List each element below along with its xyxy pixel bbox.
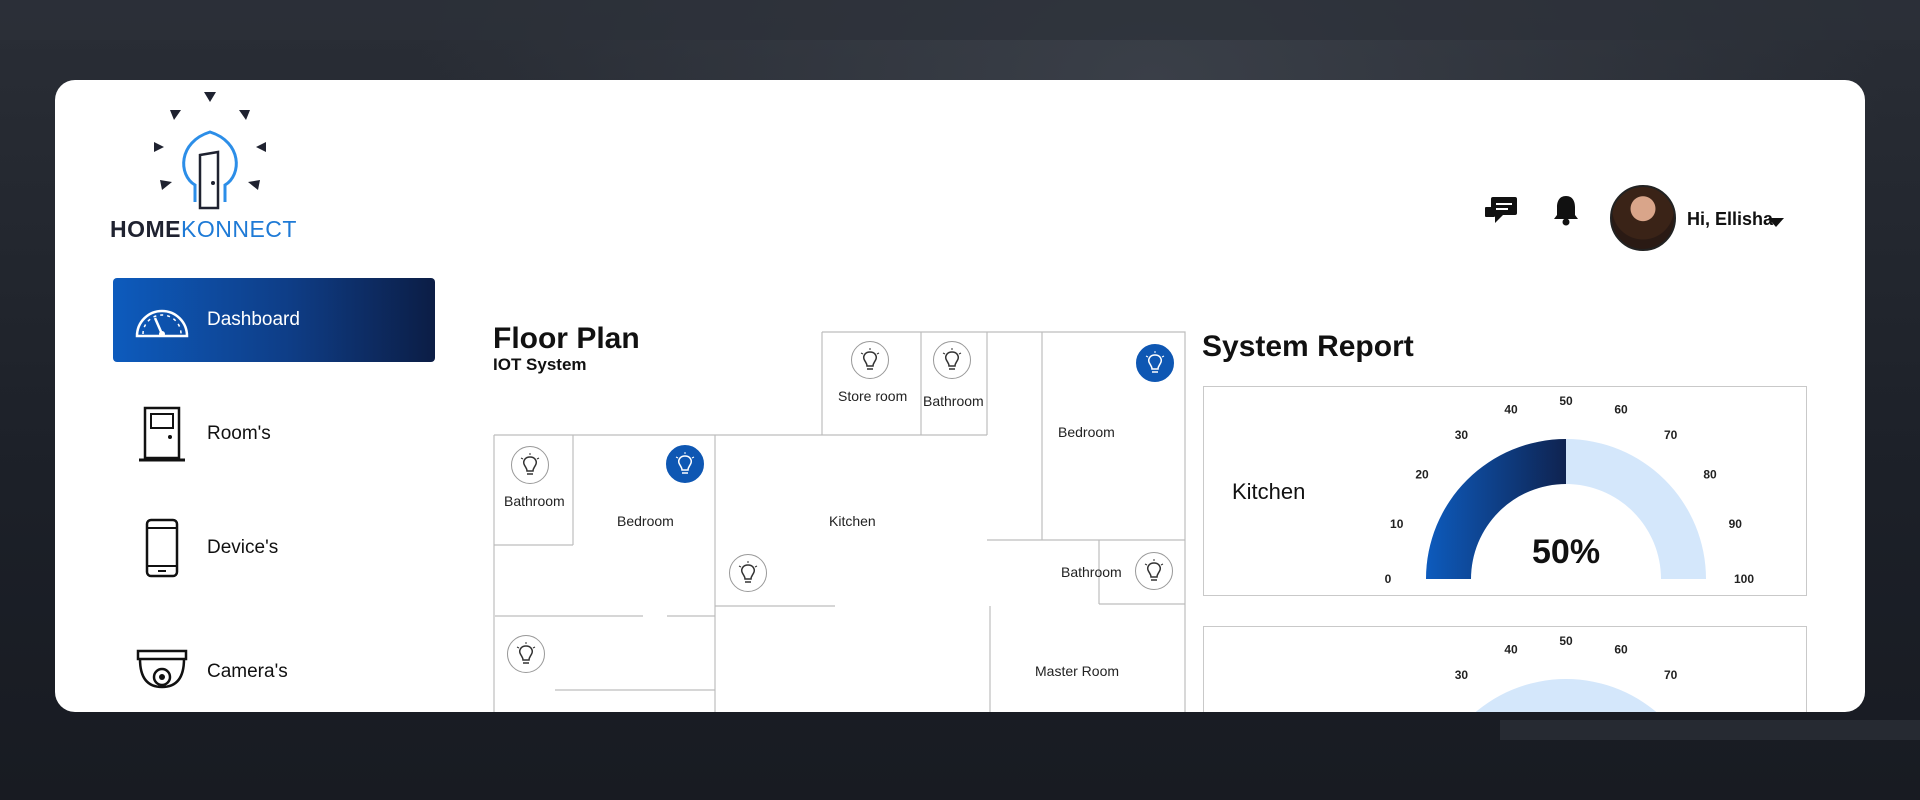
gauge-tick-label: 70 xyxy=(1664,668,1678,682)
gauge-tick-label: 40 xyxy=(1504,403,1518,417)
brand-name: HOMEKONNECT xyxy=(110,216,297,242)
gauge-tick-label: 50 xyxy=(1559,394,1573,408)
lightbulb-icon xyxy=(1145,351,1165,373)
bulb-toggle[interactable] xyxy=(511,446,549,484)
gauge-tick-label: 60 xyxy=(1614,403,1628,417)
homekonnect-logo xyxy=(154,92,266,210)
floor-plan-subtitle: IOT System xyxy=(493,355,587,374)
sidebar-item-label: Room's xyxy=(207,423,271,444)
lightbulb-icon xyxy=(942,348,962,370)
chat-icon[interactable] xyxy=(1485,195,1519,227)
gauge-value: 50% xyxy=(1532,533,1601,571)
room-label-bedroom: Bedroom xyxy=(1058,424,1115,440)
bell-icon[interactable] xyxy=(1552,193,1580,227)
avatar[interactable] xyxy=(1610,185,1676,251)
speedometer-icon xyxy=(131,289,193,351)
gauge-chart: 0 10 20 30 40 50 60 70 80 90 100 xyxy=(1385,394,1755,586)
system-report-title: System Report xyxy=(1202,330,1414,363)
gauge-tick-label: 0 xyxy=(1385,572,1392,586)
sidebar-item-label: Camera's xyxy=(207,661,288,682)
gauge-chart: 30 40 50 60 70 xyxy=(1455,634,1678,712)
floor-plan-title: Floor Plan xyxy=(493,322,640,355)
lightbulb-icon xyxy=(675,452,695,474)
gauge-track xyxy=(1475,679,1657,712)
gauge-panel-2: 30 40 50 60 70 xyxy=(1203,626,1807,712)
gauge-tick-label: 90 xyxy=(1729,517,1743,531)
chevron-down-icon[interactable] xyxy=(1768,218,1784,227)
sidebar-item-label: Device's xyxy=(207,537,279,558)
sidebar-item-label: Dashboard xyxy=(207,309,300,330)
sidebar-item-devices[interactable]: Device's xyxy=(113,506,435,590)
gauge-tick-label: 60 xyxy=(1614,643,1628,657)
room-label-bedroom: Bedroom xyxy=(617,513,674,529)
lightbulb-icon xyxy=(520,453,540,475)
smartphone-icon xyxy=(131,517,193,579)
room-label-bathroom: Bathroom xyxy=(1061,564,1122,580)
gauge-tick-label: 100 xyxy=(1734,572,1754,586)
lightbulb-icon xyxy=(738,561,758,583)
sidebar-item-rooms[interactable]: Room's xyxy=(113,392,435,476)
sidebar-item-dashboard[interactable]: Dashboard xyxy=(113,278,435,362)
lightbulb-icon xyxy=(1144,559,1164,581)
gauge-tick-label: 40 xyxy=(1504,643,1518,657)
lightbulb-icon xyxy=(516,642,536,664)
security-camera-icon xyxy=(131,641,193,703)
gauge-tick-label: 10 xyxy=(1390,517,1404,531)
bulb-toggle[interactable] xyxy=(851,341,889,379)
bulb-toggle[interactable] xyxy=(1135,552,1173,590)
door-icon xyxy=(131,403,193,465)
gauge-room-name: Kitchen xyxy=(1232,479,1306,504)
gauge-tick-label: 80 xyxy=(1703,467,1717,481)
bulb-toggle[interactable] xyxy=(729,554,767,592)
room-label-master-room: Master Room xyxy=(1035,663,1120,679)
room-label-kitchen: Kitchen xyxy=(829,513,876,529)
bulb-toggle[interactable] xyxy=(507,635,545,673)
user-greeting: Hi, Ellisha xyxy=(1687,209,1774,229)
lightbulb-icon xyxy=(860,348,880,370)
room-label-bathroom: Bathroom xyxy=(504,493,565,509)
gauge-tick-label: 30 xyxy=(1455,668,1469,682)
gauge-tick-label: 70 xyxy=(1664,428,1678,442)
bulb-toggle-on[interactable] xyxy=(666,445,704,483)
gauge-tick-label: 30 xyxy=(1455,428,1469,442)
room-label-bathroom: Bathroom xyxy=(923,393,984,409)
gauge-tick-label: 50 xyxy=(1559,634,1573,648)
gauge-panel-kitchen: Kitchen 0 10 20 30 40 50 60 70 80 90 100 50% xyxy=(1203,386,1807,596)
dashboard-card: HOMEKONNECT Dashboard Room's xyxy=(55,80,1865,712)
bulb-toggle-on[interactable] xyxy=(1136,344,1174,382)
gauge-tick-label: 20 xyxy=(1415,467,1429,481)
sidebar-item-cameras[interactable]: Camera's xyxy=(113,630,435,712)
gauge-fill xyxy=(1426,439,1566,579)
bulb-toggle[interactable] xyxy=(933,341,971,379)
floor-plan-drawing xyxy=(493,331,1186,712)
room-label-store-room: Store room xyxy=(838,388,908,404)
user-toolbar: Hi, Ellisha xyxy=(1445,185,1865,255)
